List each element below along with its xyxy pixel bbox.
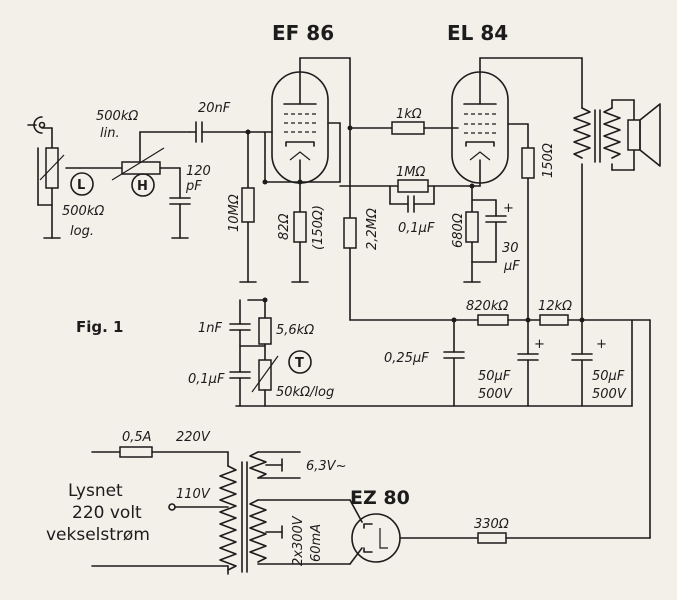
tube-title-ef86: EF 86 <box>272 21 334 45</box>
resistor-82 <box>293 211 307 243</box>
label-r-330: 330Ω <box>474 517 509 532</box>
label-hv-winding-1: 2x300V <box>291 515 306 566</box>
label-c-50a-volt: 500V <box>478 387 513 402</box>
label-tap-220: 220V <box>176 430 211 445</box>
resistor-12k <box>539 314 569 326</box>
label-r-22m: 2,2MΩ <box>365 208 380 250</box>
resistor-330 <box>477 532 507 544</box>
badge-h-text: H <box>137 179 148 194</box>
junction <box>347 125 353 131</box>
speaker-icon <box>627 103 661 167</box>
label-pot-vol-value: 500kΩ <box>62 204 104 219</box>
label-r-150-alt: (150Ω) <box>311 205 326 250</box>
label-r-680: 680Ω <box>451 213 466 248</box>
label-r-56k: 5,6kΩ <box>276 323 314 338</box>
tube-title-el84: EL 84 <box>447 21 508 45</box>
label-pot-vol-taper: log. <box>70 224 94 239</box>
label-pot-t-value: 50kΩ/log <box>276 385 334 400</box>
label-fuse: 0,5A <box>122 430 152 445</box>
resistor-10m <box>241 187 255 223</box>
mains-text-line2: 220 volt <box>72 503 142 523</box>
label-c-1nf: 1nF <box>198 321 223 336</box>
resistor-150 <box>521 147 535 179</box>
badge-h <box>131 173 155 197</box>
label-tap-110: 110V <box>176 487 211 502</box>
label-c-coupling: 20nF <box>198 101 231 116</box>
resistor-680 <box>465 211 479 243</box>
label-c-50a-value: 50μF <box>478 369 511 384</box>
label-c-30-unit: μF <box>503 259 520 274</box>
label-r-1m: 1MΩ <box>396 165 425 180</box>
label-c-30-value: 30 <box>502 241 519 256</box>
label-plus-a: + <box>503 201 514 216</box>
label-r-82: 82Ω <box>277 213 292 240</box>
resistor-5k6 <box>258 317 272 345</box>
ez80-tube <box>351 513 401 563</box>
label-c-01b: 0,1μF <box>188 372 225 387</box>
label-pot-tone-taper: lin. <box>100 126 120 141</box>
mains-text-line3: vekselstrøm <box>46 525 150 545</box>
label-r-12k: 12kΩ <box>538 299 572 314</box>
badge-l-text: L <box>77 178 85 193</box>
label-c-025: 0,25μF <box>384 351 429 366</box>
label-c-50b-value: 50μF <box>592 369 625 384</box>
label-r-1k: 1kΩ <box>396 107 422 122</box>
label-c-50b-volt: 500V <box>592 387 627 402</box>
power-transformer <box>219 461 248 573</box>
resistor-1m <box>397 179 429 193</box>
label-plus-b: + <box>534 337 545 352</box>
label-hv-winding-2: 60mA <box>309 524 324 562</box>
fuse <box>119 446 153 458</box>
hv-winding <box>249 499 267 563</box>
heater-winding <box>249 451 267 479</box>
input-jack <box>27 116 46 134</box>
label-c-120-unit: pF <box>185 179 202 194</box>
pot-arrow <box>251 355 279 393</box>
figure-caption: Fig. 1 <box>76 318 123 336</box>
label-heater: 6,3V~ <box>306 459 346 474</box>
resistor-1k <box>391 121 425 135</box>
label-c-01: 0,1μF <box>398 221 435 236</box>
label-r-150: 150Ω <box>541 143 556 178</box>
label-plus-c: + <box>596 337 607 352</box>
badge-t <box>288 350 312 374</box>
pot-arrow <box>111 147 165 181</box>
output-transformer <box>573 107 621 163</box>
label-c-120-value: 120 <box>186 164 211 179</box>
label-pot-tone-value: 500kΩ <box>96 109 138 124</box>
label-r-10m: 10MΩ <box>227 194 242 232</box>
wire <box>349 499 363 523</box>
badge-t-text: T <box>295 356 304 371</box>
resistor-820k <box>477 314 509 326</box>
tube-title-ez80: EZ 80 <box>350 487 410 509</box>
mains-terminal <box>168 503 176 511</box>
pot-arrow <box>39 154 65 181</box>
label-r-820k: 820kΩ <box>466 299 508 314</box>
resistor-2m2 <box>343 217 357 249</box>
junction <box>262 179 268 185</box>
mains-text-line1: Lysnet <box>68 481 123 501</box>
tone-pot <box>121 161 161 175</box>
wire <box>349 547 363 565</box>
badge-l <box>70 172 94 196</box>
